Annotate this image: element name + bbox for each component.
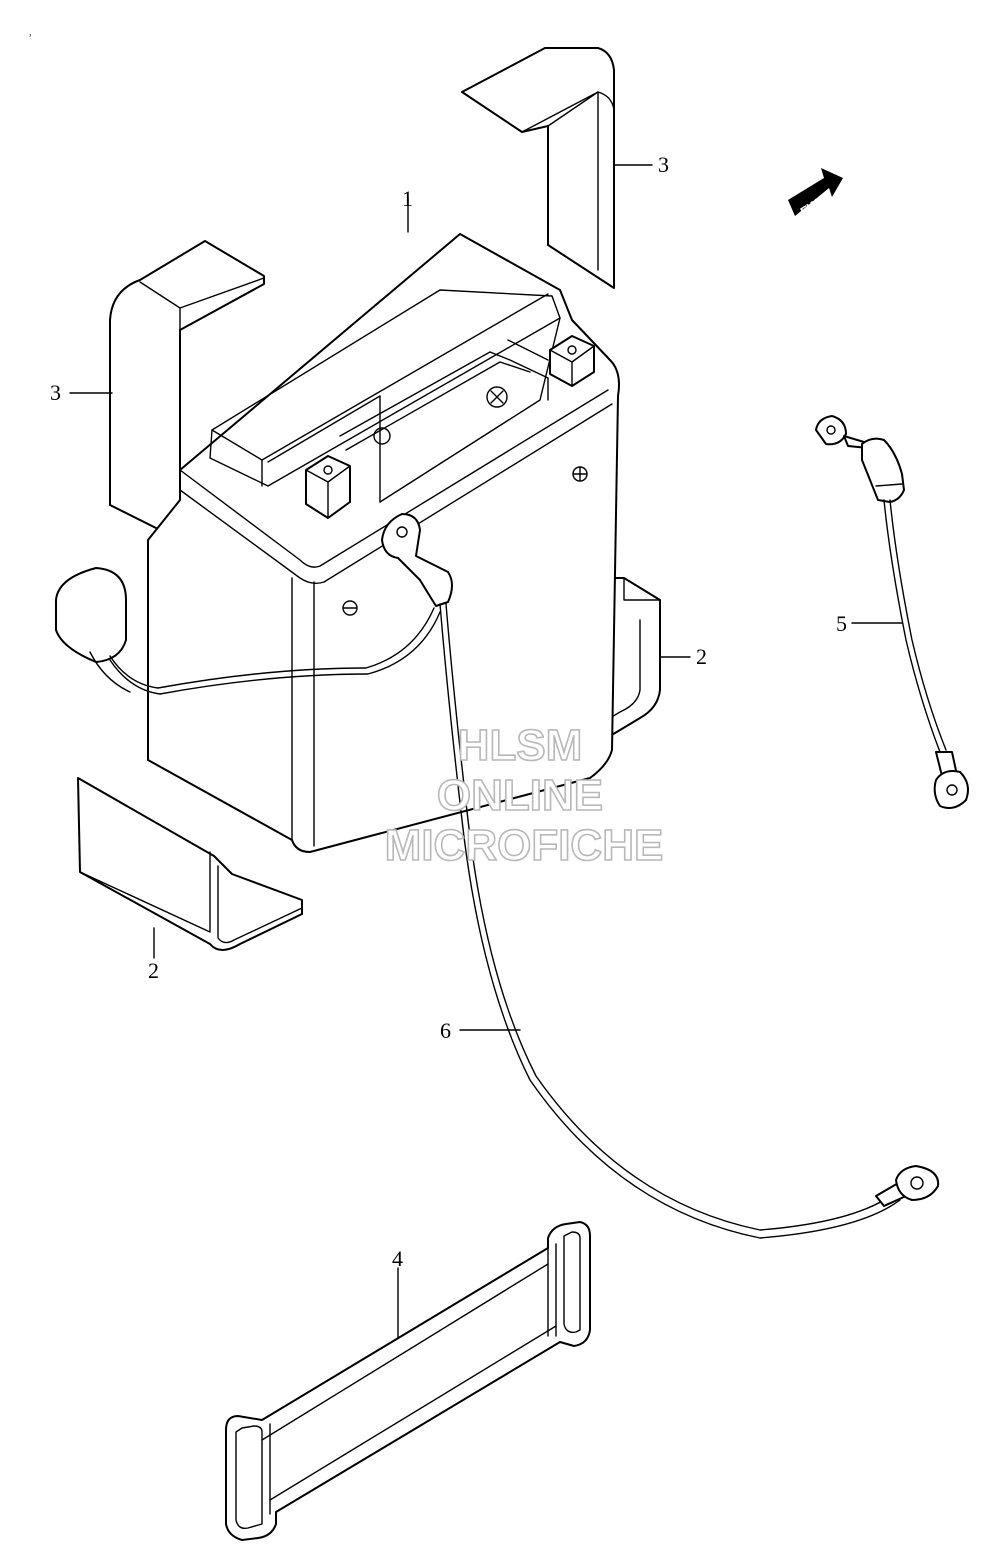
callout-4: 4 <box>392 1246 403 1271</box>
callout-3-left: 3 <box>50 380 61 405</box>
callout-1: 1 <box>402 186 413 211</box>
watermark-line1: HLSM <box>458 721 583 770</box>
watermark-line3: MICROFICHE <box>385 821 664 870</box>
callout-2-right: 2 <box>696 644 707 669</box>
callout-2-left: 2 <box>148 958 159 983</box>
callout-5: 5 <box>836 611 847 636</box>
lead-short-drawing <box>815 415 969 809</box>
fwd-arrow-icon: FWD <box>788 168 843 219</box>
vent-cap-drawing <box>55 567 441 695</box>
bracket-upper-right-drawing <box>461 47 615 289</box>
lead-long-drawing <box>381 513 940 1239</box>
watermark: HLSM ONLINE MICROFICHE <box>384 720 664 871</box>
bracket-lower-left-drawing <box>77 777 303 951</box>
callout-6: 6 <box>440 1018 451 1043</box>
watermark-line2: ONLINE <box>437 771 603 820</box>
strap-drawing <box>225 1221 591 1541</box>
callout-3-right: 3 <box>658 152 669 177</box>
corner-mark: ʾ <box>28 33 33 48</box>
